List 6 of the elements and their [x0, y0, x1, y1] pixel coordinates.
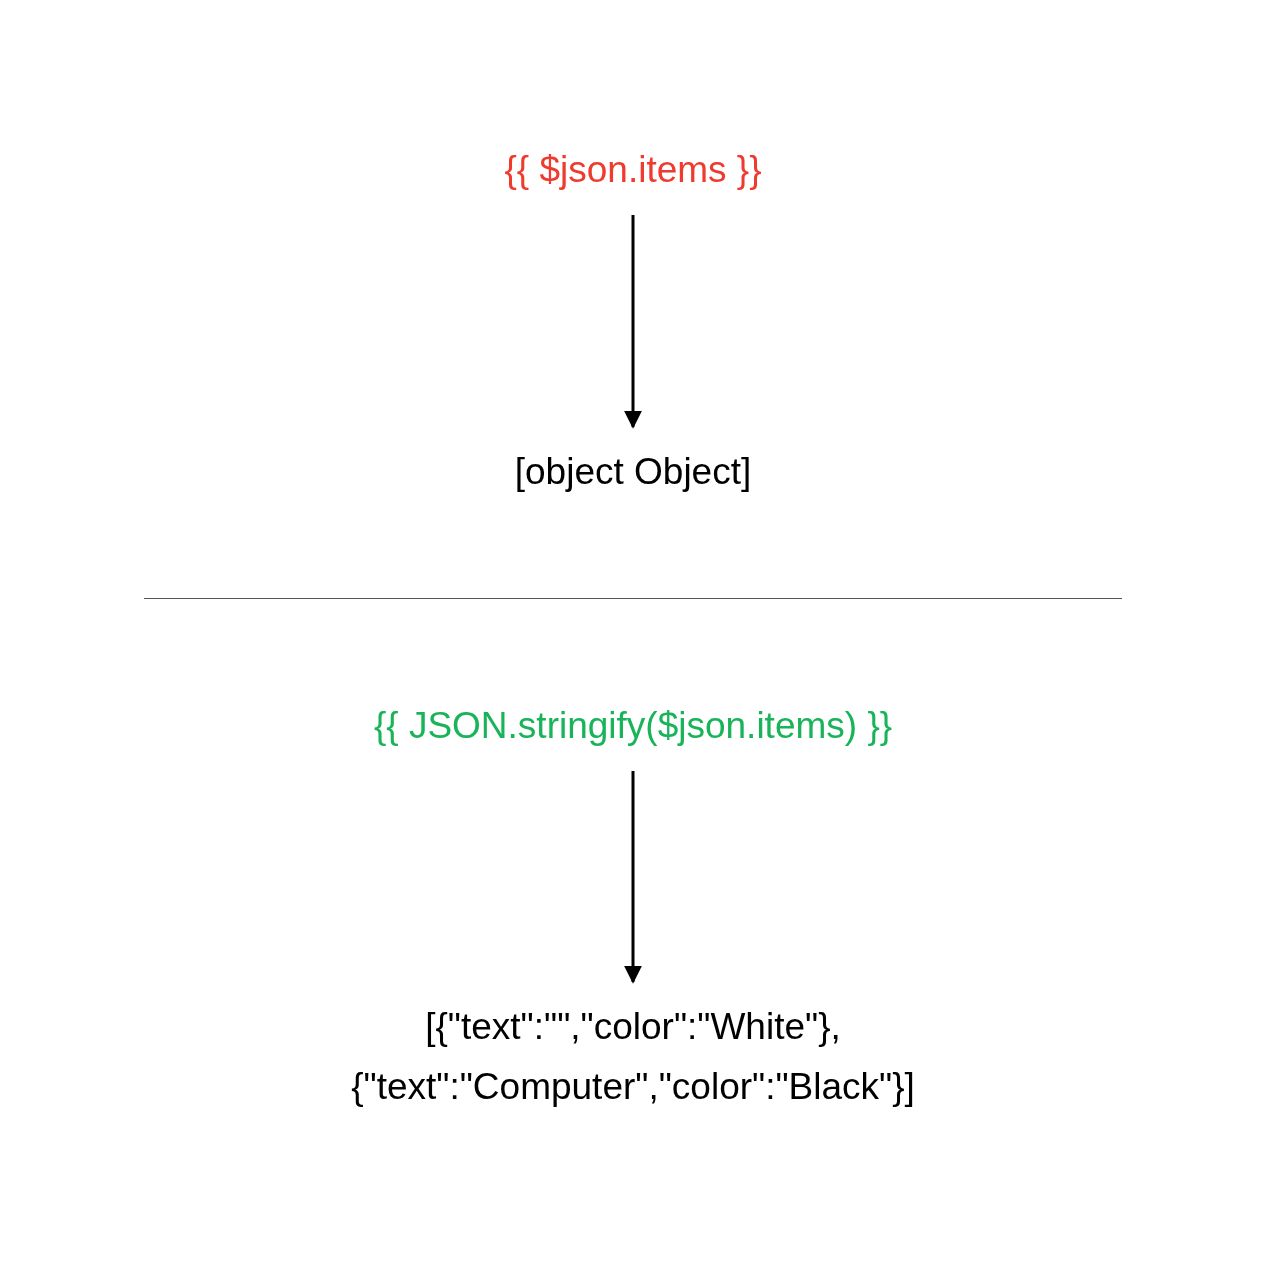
arrow	[624, 215, 642, 429]
code-text: {{ $json.items }}	[504, 140, 762, 200]
code-text: [{"text":"","color":"White"}, {"text":"Computer","color":"Black"}]	[223, 997, 1043, 1117]
code-text: {{ JSON.stringify($json.items) }}	[373, 696, 893, 756]
arrow	[624, 771, 642, 984]
code-text: [object Object]	[514, 442, 752, 502]
